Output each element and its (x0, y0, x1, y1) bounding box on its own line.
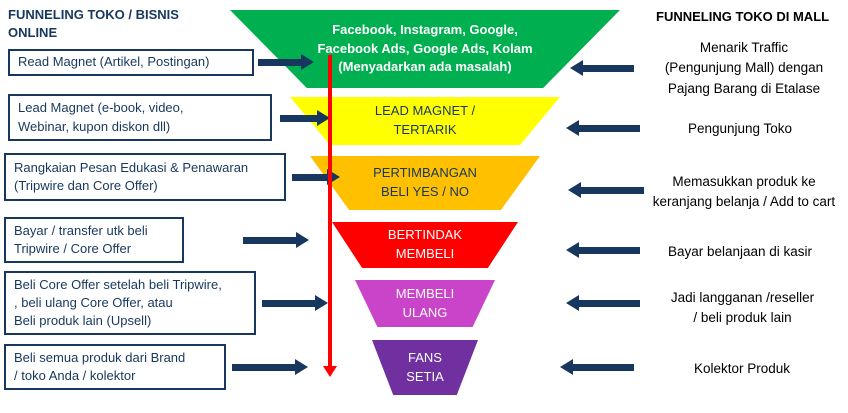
arrow-shaft (581, 186, 644, 194)
mall-arrow-3 (568, 182, 644, 198)
mall-arrow-2 (566, 120, 640, 136)
arrow-head-icon (315, 295, 328, 311)
arrow-shaft (579, 124, 640, 132)
mall-step-traffic: Menarik Traffic (Pengunjung Mall) dengan… (664, 40, 824, 96)
online-arrow-2 (280, 110, 330, 126)
online-funnel-title: FUNNELING TOKO / BISNIS ONLINE (8, 7, 179, 40)
funnel-stage-traffic-awareness: Facebook, Instagram, Google, Facebook Ad… (230, 10, 620, 88)
online-arrow-1 (258, 54, 314, 70)
mall-funnel-title: FUNNELING TOKO DI MALL (656, 9, 830, 24)
mall-step-reseller: Jadi langganan /reseller / beli produk l… (670, 290, 815, 326)
mall-arrow-5 (566, 295, 640, 311)
arrow-head-icon (560, 359, 573, 375)
arrow-shaft (579, 246, 640, 254)
funnel-stage-loyal-fans: FANS SETIA (372, 340, 478, 395)
arrow-head-icon (566, 242, 579, 258)
mall-arrow-4 (566, 242, 640, 258)
arrow-head-icon (301, 54, 314, 70)
online-arrow-6 (232, 359, 308, 375)
arrow-shaft (579, 299, 640, 307)
funnel-stage-consideration: PERTIMBANGAN BELI YES / NO (310, 156, 540, 210)
conversion-flow-arrow-line (328, 55, 332, 366)
arrow-shaft (280, 114, 317, 122)
mall-arrow-6 (560, 359, 634, 375)
conversion-flow-arrow (323, 55, 337, 377)
mall-step-add-to-cart: Memasukkan produk ke keranjang belanja /… (652, 174, 836, 210)
conversion-flow-arrow-tip (323, 366, 337, 377)
arrow-shaft (262, 299, 315, 307)
arrow-shaft (583, 64, 634, 72)
online-step-read-magnet: Read Magnet (Artikel, Postingan) (8, 49, 254, 76)
arrow-head-icon (296, 232, 309, 248)
arrow-head-icon (566, 120, 579, 136)
funnel-stage-action-buy: BERTINDAK MEMBELI (332, 222, 518, 268)
arrow-head-icon (570, 60, 583, 76)
mall-step-pay-cashier: Bayar belanjaan di kasir (667, 244, 813, 259)
arrow-shaft (292, 173, 327, 181)
arrow-head-icon (295, 359, 308, 375)
arrow-shaft (258, 58, 301, 66)
online-step-upsell: Beli Core Offer setelah beli Tripwire, ,… (4, 271, 256, 335)
online-arrow-5 (262, 295, 328, 311)
arrow-shaft (573, 363, 634, 371)
mall-step-visitor: Pengunjung Toko (687, 121, 793, 136)
online-arrow-4 (243, 232, 309, 248)
online-step-collector: Beli semua produk dari Brand / toko Anda… (4, 344, 226, 390)
funnel-stage-lead-magnet: LEAD MAGNET / TERTARIK (290, 97, 560, 145)
arrow-head-icon (566, 295, 579, 311)
mall-step-collector: Kolektor Produk (693, 361, 791, 376)
arrow-head-icon (317, 110, 330, 126)
mall-arrow-1 (570, 60, 634, 76)
online-step-education-offer: Rangkaian Pesan Edukasi & Penawaran (Tri… (4, 153, 286, 201)
arrow-head-icon (568, 182, 581, 198)
arrow-shaft (232, 363, 295, 371)
arrow-shaft (243, 236, 296, 244)
funnel-stage-repeat-buy: MEMBELI ULANG (355, 280, 495, 327)
online-step-lead-magnet: Lead Magnet (e-book, video, Webinar, kup… (8, 94, 272, 141)
online-step-payment: Bayar / transfer utk beli Tripwire / Cor… (4, 217, 184, 263)
